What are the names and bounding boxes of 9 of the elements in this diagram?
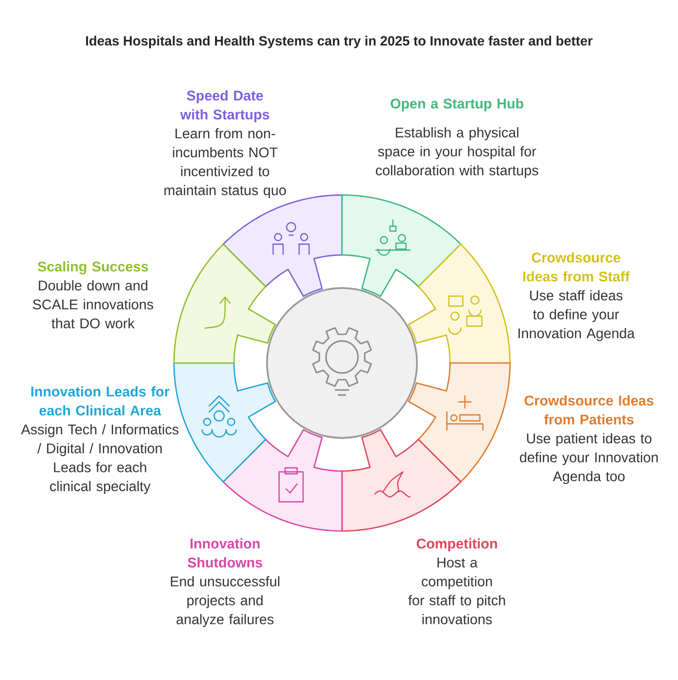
item-text: Competition Host a competition for staff to pitch innovations xyxy=(408,538,505,624)
item-text: Innovation Shutdowns End unsuccessful projects and analyze failures xyxy=(170,538,280,628)
title: Ideas Hospitals and Health Systems can try in 2025 to Innovate faster and better xyxy=(86,36,593,48)
item-text: Speed Date with Startups Learn from non-incumbents NOT incentivized to maintain status quo xyxy=(164,90,286,198)
item-text: Crowdsource Ideas from Patients Use patient ideas to define your Innovation Agenda too xyxy=(520,395,658,484)
item-text: Open a Startup Hub Establish a physical space in your hospital for collaboration with startups xyxy=(376,98,538,178)
item-text: Scaling Success Double down and SCALE innovations that DO work xyxy=(32,261,154,328)
item-text: Innovation Leads for each Clinical Area Assign Tech / Informatics / Digital / Innovation Leads for each clinical specialty xyxy=(21,386,178,494)
item-text: Crowdsource Ideas from Staff Use staff ideas to define your Innovation Agenda xyxy=(518,252,635,342)
